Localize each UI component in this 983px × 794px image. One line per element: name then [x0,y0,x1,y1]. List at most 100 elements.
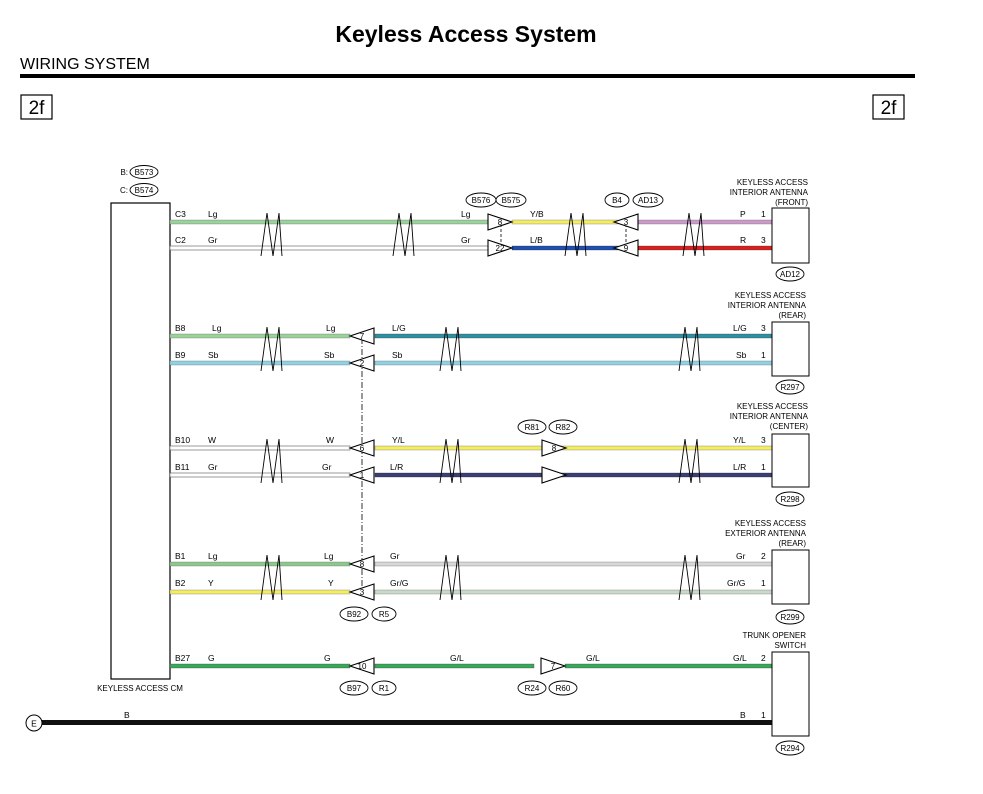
wire-c2-seg3[interactable] [637,245,773,251]
connector-b576[interactable]: B576 [465,192,497,208]
wire-b2-seg1[interactable] [169,589,351,595]
connector-pin-b11[interactable]: 1 [348,466,375,484]
pin-ground-end: 1 [761,710,766,720]
wire-b1-seg2[interactable] [374,561,773,567]
wire-b8-seg2[interactable] [374,333,773,339]
wire-b10-seg2[interactable] [374,445,773,451]
wire-b11-seg2[interactable] [374,472,773,478]
color-c2-mid: Gr [461,235,471,245]
ground-symbol[interactable]: E [25,714,43,732]
connector-ad13[interactable]: AD13 [632,192,664,208]
component-rear-name-3: (REAR) [778,311,806,320]
page-ref-right[interactable]: 2f [872,94,905,120]
connector-ad12[interactable]: AD12 [775,266,805,282]
connector-pin-b9[interactable]: 2 [348,354,375,372]
connector-pin-c3-1[interactable]: 8 [487,213,514,231]
connector-r60[interactable]: R60 [548,680,578,696]
connector-r82[interactable]: R82 [548,419,578,435]
connector-pin-c2-2[interactable]: 9 [612,239,639,257]
break-exterior-3 [678,554,701,601]
connector-pin-b27-r24[interactable]: 7 [540,657,567,675]
component-front-box[interactable] [771,207,810,264]
color-b27-seg2: G/L [450,653,464,663]
cm-connector-b574[interactable]: B574 [129,183,159,197]
connector-pin-b10-r81[interactable]: 8 [541,439,568,457]
color-b11-seg2: L/R [390,462,403,472]
component-exterior-name-3: (REAR) [778,539,806,548]
connector-r5[interactable]: R5 [371,606,397,622]
connector-r1[interactable]: R1 [371,680,397,696]
connector-r297[interactable]: R297 [775,379,805,395]
color-b1-end: Gr [736,551,746,561]
keyless-access-cm-box[interactable] [110,202,171,680]
connector-b97-label: B97 [347,684,362,693]
wire-b1-seg1[interactable] [169,561,351,567]
connector-pin-b2-pin: 3 [360,588,365,597]
connector-pin-c3-2-pin: 3 [624,218,629,227]
wire-c3-seg1[interactable] [169,219,489,225]
wire-b27-seg2[interactable] [374,663,535,669]
wire-layer [42,219,773,725]
connector-pin-b1[interactable]: 8 [348,555,375,573]
connector-r24[interactable]: R24 [517,680,547,696]
connector-pin-b10[interactable]: 6 [348,439,375,457]
connector-pin-b27-shape [348,657,375,675]
connector-pin-c3-2[interactable]: 3 [612,213,639,231]
wire-b8-seg1[interactable] [169,333,351,339]
component-rear-box[interactable] [771,321,810,377]
connector-pin-b11-r81[interactable] [541,466,568,484]
connector-pin-b2[interactable]: 3 [348,583,375,601]
connector-b575[interactable]: B575 [495,192,527,208]
connector-pin-b1-pin: 8 [360,560,365,569]
wire-c3-seg2[interactable] [511,219,619,225]
color-c3-seg2: Y/B [530,209,544,219]
connector-pin-b11-shape [348,466,375,484]
wire-ground[interactable] [42,720,772,725]
wire-b9-seg1[interactable] [169,360,351,366]
connector-r299[interactable]: R299 [775,609,805,625]
connector-pin-b11-pin: 1 [360,471,365,480]
wire-b11-seg1[interactable] [169,472,351,478]
cm-connector-b573[interactable]: B573 [129,165,159,179]
wire-c3-seg3[interactable] [637,219,773,225]
component-center-box[interactable] [771,433,810,488]
wire-b2-seg2[interactable] [374,589,773,595]
connector-pin-c2-2-shape [612,239,639,257]
connector-pin-c2-1[interactable]: 22 [487,239,514,257]
connector-r81[interactable]: R81 [517,419,547,435]
ground-symbol-label: E [31,719,37,729]
connector-r298[interactable]: R298 [775,491,805,507]
pin-b9: B9 [175,350,186,360]
connector-r297-label: R297 [780,383,800,392]
connector-b4[interactable]: B4 [604,192,630,208]
connector-b92[interactable]: B92 [339,606,369,622]
connector-b92-label: B92 [347,610,362,619]
connector-b97[interactable]: B97 [339,680,369,696]
wire-c2-seg1[interactable] [169,245,489,251]
page-ref-left[interactable]: 2f [20,94,53,120]
wire-b9-seg2[interactable] [374,360,773,366]
wire-c2-seg2[interactable] [511,245,619,251]
wire-b27-seg1[interactable] [169,663,351,669]
connector-pin-b27[interactable]: 10 [348,657,375,675]
connector-r294[interactable]: R294 [775,740,805,756]
component-exterior-box[interactable] [771,549,810,605]
color-b9-end: Sb [736,350,747,360]
pin-b1-end: 2 [761,551,766,561]
connector-pin-b8[interactable]: 7 [348,327,375,345]
connector-r298-label: R298 [780,495,800,504]
color-b11-end: L/R [733,462,746,472]
wire-b10-seg1[interactable] [169,445,351,451]
pin-b11: B11 [175,462,190,472]
component-trunk-box[interactable] [771,651,810,737]
break-exterior-2 [439,554,462,601]
color-b9-cm: Sb [208,350,219,360]
color-b1-seg2: Gr [390,551,400,561]
component-exterior-name-1: KEYLESS ACCESS [735,519,806,528]
component-exterior-name-2: EXTERIOR ANTENNA [725,529,807,538]
color-b2-seg2: Gr/G [390,578,408,588]
break-front-4 [682,212,705,257]
break-center-2 [439,438,462,484]
wire-b27-seg3[interactable] [564,663,773,669]
